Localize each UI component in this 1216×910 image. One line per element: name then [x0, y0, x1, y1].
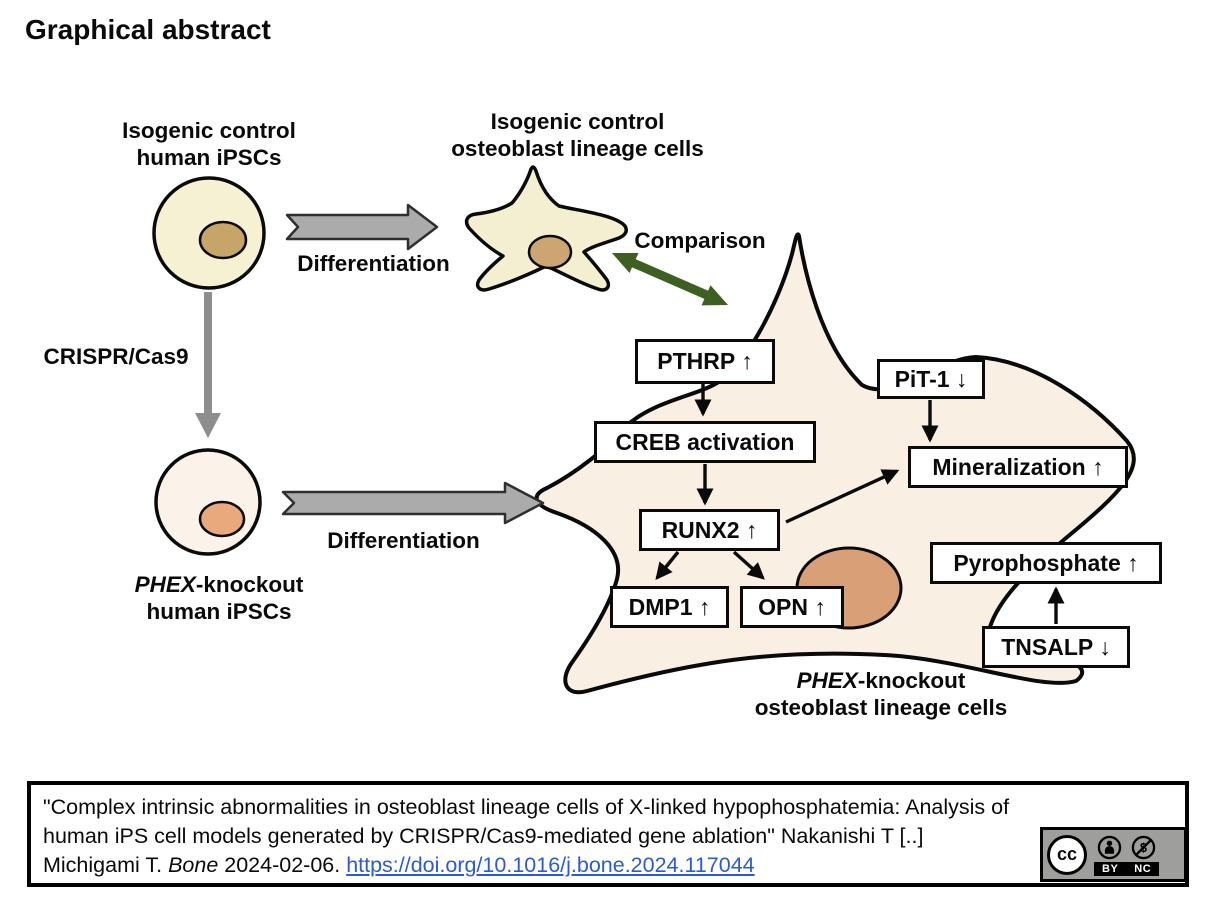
- box-pit1: PiT-1 ↓: [877, 359, 985, 399]
- control-osteoblast-cell-shape: [464, 165, 628, 292]
- comparison-arrow-icon: [629, 257, 711, 301]
- control-ipsc-cell-shape: [152, 176, 266, 290]
- cc-by-person-icon: [1097, 835, 1122, 860]
- crispr-label: CRISPR/Cas9: [43, 344, 189, 369]
- arrow-runx2-to-opn: [732, 550, 765, 580]
- cc-term-icons: $: [1097, 835, 1156, 860]
- ko-ipsc-nucleus: [198, 500, 246, 538]
- differentiation-top-label: Differentiation: [297, 251, 450, 276]
- control-osteoblast-nucleus: [527, 234, 573, 270]
- control-ipsc-label: Isogenic control human iPSCs: [85, 117, 333, 171]
- crispr-arrow-head-icon: [195, 413, 221, 438]
- cc-nc-label: NC: [1134, 863, 1152, 875]
- ko-ipsc-label: PHEX-knockout human iPSCs: [95, 571, 343, 625]
- control-osteoblast-label: Isogenic control osteoblast lineage cell…: [430, 108, 725, 162]
- differentiation-bottom-label: Differentiation: [327, 528, 480, 553]
- control-osteoblast-label-line1: Isogenic control: [490, 109, 665, 134]
- comparison-arrow-head-right-icon: [701, 285, 728, 306]
- control-ipsc-nucleus: [198, 220, 248, 260]
- citation-line1: "Complex intrinsic abnormalities in oste…: [43, 795, 1010, 819]
- box-runx2: RUNX2 ↑: [639, 509, 780, 551]
- box-opn: OPN ↑: [740, 586, 844, 628]
- ko-ipsc-label-line1: PHEX-knockout: [134, 572, 304, 597]
- citation-line3: Michigami T. Bone 2024-02-06. https://do…: [43, 853, 755, 877]
- page-title: Graphical abstract: [25, 14, 271, 45]
- control-osteoblast-label-line2: osteoblast lineage cells: [451, 136, 704, 161]
- box-tnsalp: TNSALP ↓: [982, 626, 1130, 668]
- cc-by-label: BY: [1102, 863, 1119, 875]
- arrow-runx2-to-mineralization: [785, 469, 900, 524]
- differentiation-arrow-top-icon: [285, 203, 439, 251]
- ko-osteoblast-label-line2: osteoblast lineage cells: [754, 695, 1008, 720]
- differentiation-arrow-bottom-icon: [281, 481, 545, 525]
- ko-ipsc-label-line2: human iPSCs: [146, 599, 292, 624]
- cc-license-badge: cc $ BY NC: [1040, 827, 1187, 882]
- ko-ipsc-cell-shape: [154, 448, 262, 556]
- ko-osteoblast-label-line1: PHEX-knockout: [796, 668, 966, 693]
- cc-logo-icon: cc: [1047, 834, 1087, 875]
- cc-term-labels: BY NC: [1094, 862, 1160, 876]
- control-ipsc-label-line2: human iPSCs: [136, 145, 282, 170]
- citation-line2: human iPS cell models generated by CRISP…: [43, 824, 924, 848]
- arrow-runx2-to-dmp1: [655, 550, 680, 580]
- cc-license-terms: $ BY NC: [1094, 830, 1160, 879]
- comparison-label: Comparison: [634, 228, 766, 253]
- box-mineralization: Mineralization ↑: [908, 446, 1128, 488]
- ko-osteoblast-label: PHEX-knockout osteoblast lineage cells: [731, 667, 1031, 721]
- box-pyrophosphate: Pyrophosphate ↑: [930, 542, 1162, 584]
- control-ipsc-label-line1: Isogenic control: [122, 118, 296, 143]
- box-pthrp: PTHRP ↑: [635, 339, 775, 384]
- citation-box: "Complex intrinsic abnormalities in oste…: [27, 781, 1189, 887]
- box-dmp1: DMP1 ↑: [610, 586, 729, 628]
- cc-nc-dollar-icon: $: [1131, 835, 1156, 860]
- comparison-arrow-head-left-icon: [612, 253, 639, 273]
- doi-link[interactable]: https://doi.org/10.1016/j.bone.2024.1170…: [346, 853, 755, 877]
- box-creb-activation: CREB activation: [594, 421, 816, 463]
